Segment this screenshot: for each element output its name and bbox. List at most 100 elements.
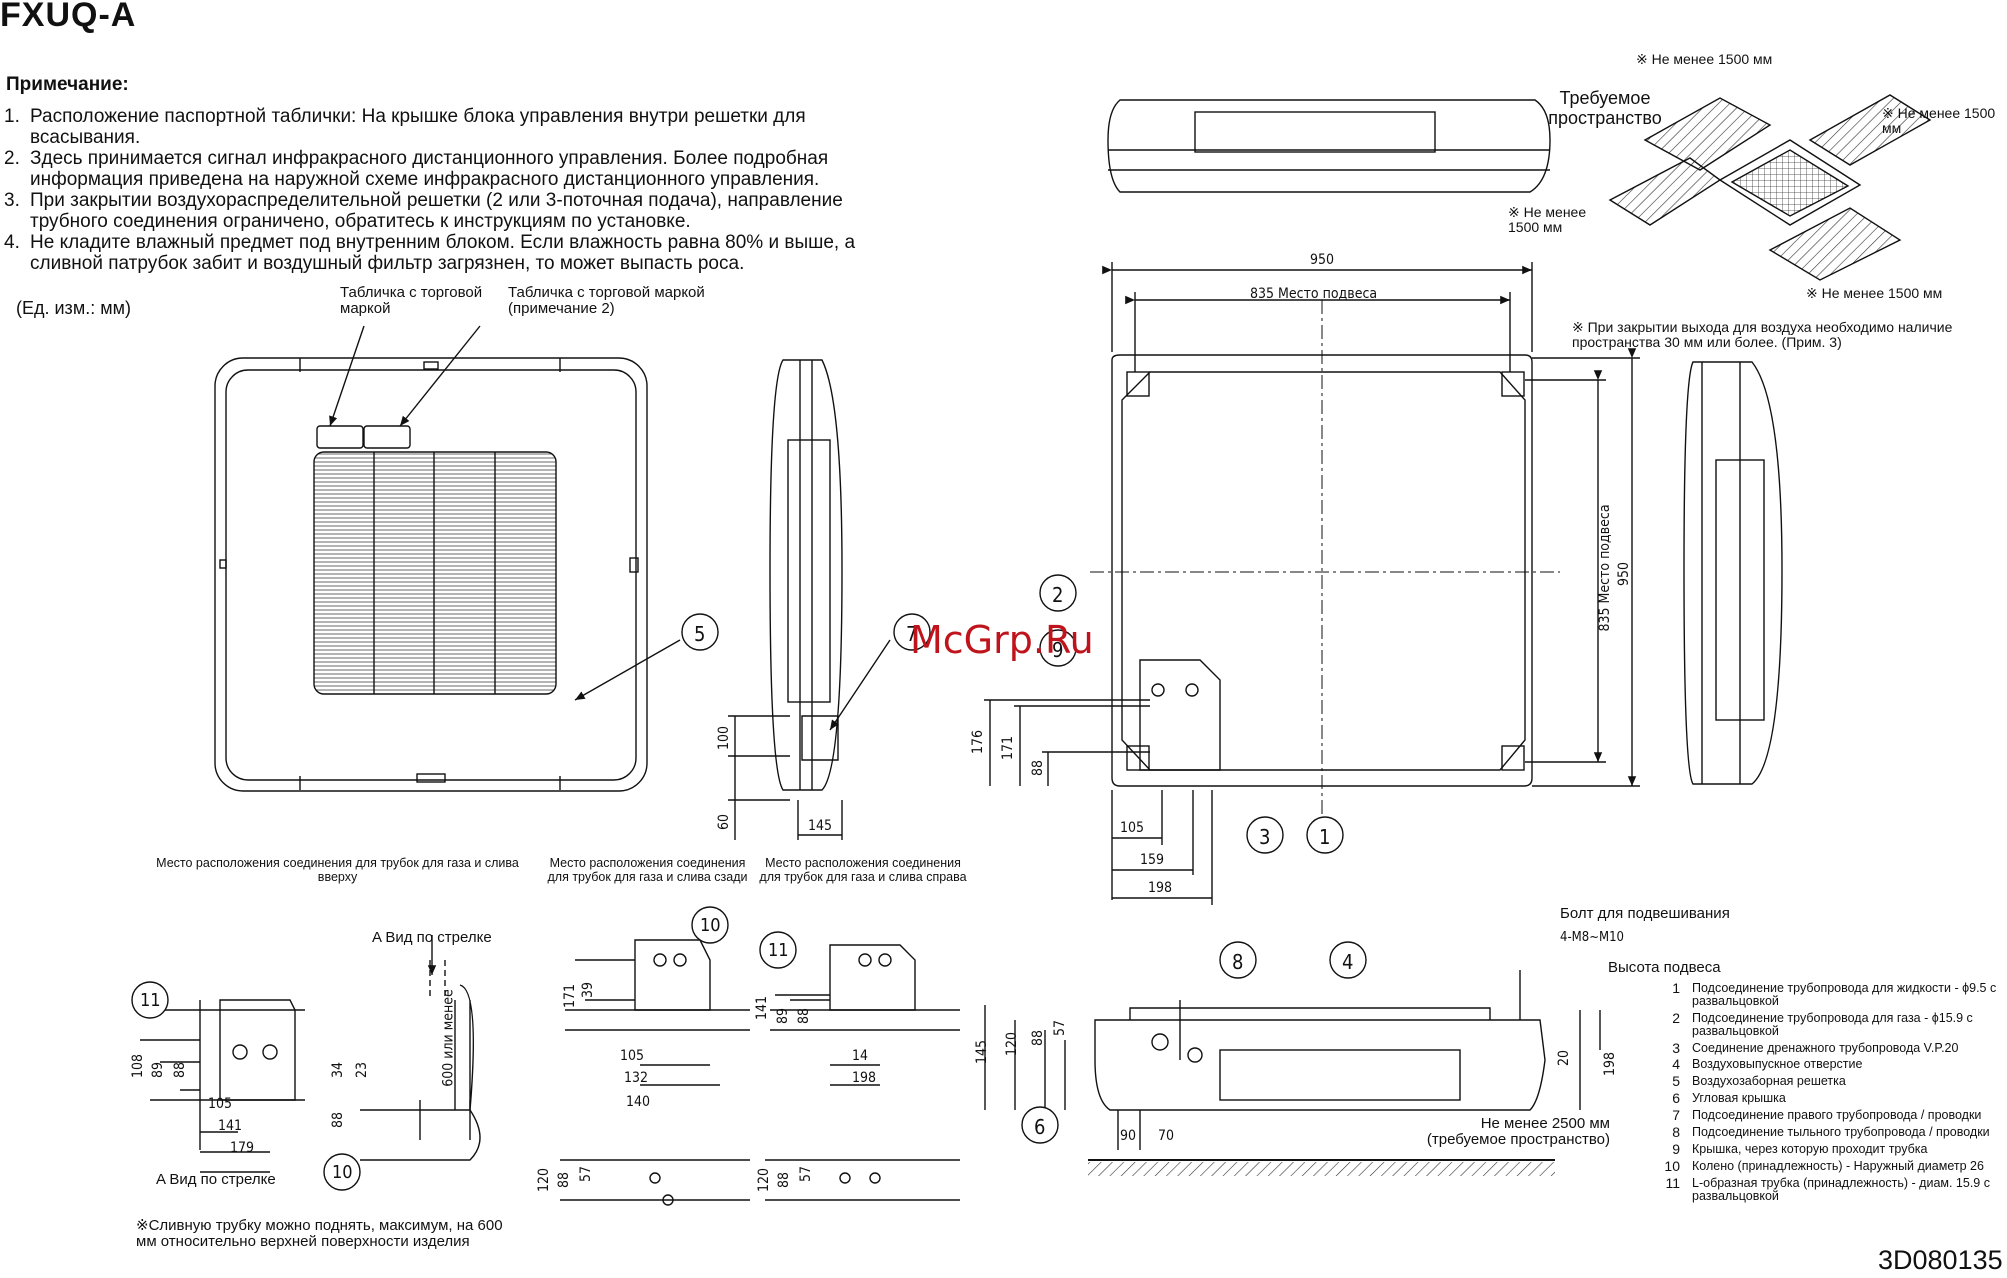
dim-a105: 105 (208, 1096, 233, 1112)
hanging-place-horizontal: 835 Место подвеса (1250, 286, 1378, 302)
units-label: (Ед. изм.: мм) (16, 298, 131, 318)
callout-6: 6 (1034, 1115, 1046, 1139)
outlet-space-note: ※ При закрытии выхода для воздуха необхо… (1572, 319, 1953, 350)
dim-a108: 108 (130, 1053, 147, 1079)
conn-right-label: Место расположения соединения для трубок… (759, 856, 967, 884)
hanging-place-vertical: 835 Место подвеса (1597, 504, 1613, 632)
drain-note: ※Сливную трубку можно поднять, максимум,… (136, 1217, 503, 1250)
callout-10: 10 (332, 1162, 353, 1183)
panel-bottom-view (214, 357, 648, 792)
dim-a89: 89 (150, 1061, 167, 1079)
panel-side-view-left (769, 359, 843, 791)
hanging-height-label: Высота подвеса (1608, 959, 1721, 976)
space-note-right: ※ Не менее 1500 мм (1882, 105, 1996, 136)
callout-3: 3 (1259, 825, 1271, 849)
dim-b34: 34 (330, 1061, 347, 1079)
required-space-diagram (1608, 94, 1932, 281)
detail-bottom-pipes (560, 1159, 960, 1206)
detail-rear-connection (565, 939, 750, 1086)
bolt-label: Болт для подвешивания (1560, 905, 1730, 922)
bolt-spec: 4-M8~M10 (1560, 930, 1624, 945)
note-item: 3.При закрытии воздухораспределительной … (4, 190, 843, 232)
dim-h198: 198 (1602, 1051, 1619, 1077)
notes-heading: Примечание: (6, 74, 129, 95)
dim-g88: 88 (776, 1171, 793, 1189)
dim-c105: 105 (620, 1048, 645, 1064)
dim-159: 159 (1140, 852, 1165, 868)
callout-11: 11 (140, 990, 161, 1011)
detail-drain-lift (360, 935, 481, 1161)
dim-g120: 120 (756, 1167, 773, 1193)
dim-c140: 140 (626, 1094, 651, 1110)
callout-11: 11 (768, 940, 789, 961)
dim-h145: 145 (974, 1039, 991, 1065)
callout-2: 2 (1052, 583, 1064, 607)
callout-4: 4 (1342, 950, 1354, 974)
detail-right-connection (770, 944, 960, 1086)
dim-f88: 88 (556, 1171, 573, 1189)
view-arrow-label-bottom: A Вид по стрелке (156, 1171, 276, 1188)
dim-100: 100 (716, 725, 733, 751)
dim-176: 176 (970, 729, 987, 755)
dim-145: 145 (808, 818, 833, 834)
space-note-bottom: ※ Не менее 1500 мм (1806, 285, 1943, 301)
dim-h70: 70 (1158, 1128, 1175, 1144)
unit-side-view-right (1683, 361, 1783, 785)
dim-950-horizontal: 950 (1310, 252, 1335, 268)
dim-60: 60 (716, 813, 733, 831)
dim-88: 88 (1030, 759, 1047, 777)
callout-1: 1 (1319, 825, 1331, 849)
dim-a141: 141 (218, 1118, 243, 1134)
unit-top-view (1090, 300, 1560, 830)
required-space-label: Требуемое пространство (1548, 88, 1662, 128)
dim-h88: 88 (1030, 1029, 1047, 1047)
dim-g57: 57 (798, 1165, 815, 1183)
detail-view-a-top (140, 999, 305, 1173)
dim-c39: 39 (580, 981, 597, 999)
view-arrow-label-top: A Вид по стрелке (372, 929, 492, 946)
note-item: 1.Расположение паспортной таблички: На к… (4, 106, 806, 148)
dim-c132: 132 (624, 1070, 649, 1086)
unit-front-elevation (1088, 970, 1555, 1176)
dim-f120: 120 (536, 1167, 553, 1193)
dim-a179: 179 (230, 1140, 255, 1156)
dim-105: 105 (1120, 820, 1145, 836)
unit-perspective-top (1107, 99, 1551, 193)
dim-b23: 23 (354, 1061, 371, 1079)
dim-c171: 171 (562, 983, 579, 1009)
space-note-top: ※ Не менее 1500 мм (1636, 51, 1773, 67)
callout-5: 5 (694, 622, 706, 646)
dim-e198: 198 (852, 1070, 877, 1086)
dim-b600: 600 или менее (440, 989, 457, 1087)
page-title: FXUQ-A (0, 0, 137, 34)
dim-f57: 57 (578, 1165, 595, 1183)
dim-950-vertical: 950 (1616, 561, 1633, 587)
dim-h120: 120 (1004, 1031, 1021, 1057)
callout-10: 10 (700, 915, 721, 936)
nameplate-label-2: Табличка с торговой маркой (примечание 2… (508, 284, 705, 317)
dim-198: 198 (1148, 880, 1173, 896)
dim-e89: 89 (775, 1007, 792, 1025)
nameplate-label-1: Табличка с торговой маркой (340, 284, 483, 317)
space-note-left: ※ Не менее 1500 мм (1508, 204, 1587, 235)
dim-e88: 88 (796, 1007, 813, 1025)
document-number: 3D080135 (1878, 1245, 2003, 1275)
callout-7: 7 (906, 622, 918, 646)
floor-space-label: Не менее 2500 мм (требуемое пространство… (1426, 1115, 1610, 1148)
dim-h57: 57 (1052, 1019, 1069, 1037)
conn-rear-label: Место расположения соединения для трубок… (547, 856, 748, 884)
conn-top-label: Место расположения соединения для трубок… (156, 856, 519, 884)
dim-h90: 90 (1120, 1128, 1137, 1144)
dim-e141: 141 (754, 995, 771, 1021)
dim-h20: 20 (1556, 1049, 1573, 1067)
watermark: McGrp.Ru (910, 618, 1094, 662)
note-item: 2.Здесь принимается сигнал инфракрасного… (4, 148, 829, 190)
dim-a88: 88 (172, 1061, 189, 1079)
note-item: 4.Не кладите влажный предмет под внутрен… (4, 232, 856, 274)
dim-171: 171 (1000, 735, 1017, 761)
dim-b88: 88 (330, 1111, 347, 1129)
callout-9: 9 (1052, 638, 1064, 662)
dim-e14: 14 (852, 1048, 869, 1064)
callout-8: 8 (1232, 950, 1244, 974)
